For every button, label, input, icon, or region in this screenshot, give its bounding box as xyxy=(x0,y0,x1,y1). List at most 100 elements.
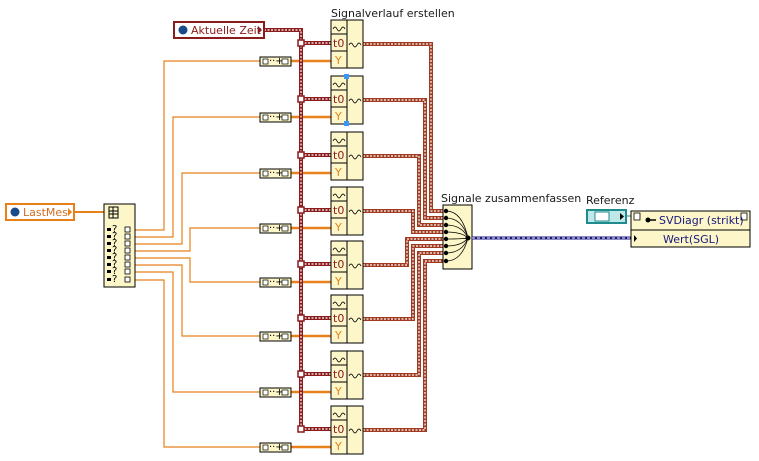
output-terminal[interactable] xyxy=(465,235,471,241)
referenz-terminal[interactable] xyxy=(586,209,640,224)
t0-terminal[interactable]: t0 xyxy=(333,204,344,217)
y-terminal[interactable]: Y xyxy=(334,385,342,398)
signale-zusammenfassen-title: Signale zusammenfassen xyxy=(441,192,581,205)
build-waveform-node[interactable]: t0Y xyxy=(330,74,364,126)
lastmes-global[interactable]: LastMes xyxy=(5,203,75,221)
waveform-wire xyxy=(363,244,443,321)
numeric-wire xyxy=(130,279,260,448)
selection-handle[interactable] xyxy=(344,121,349,126)
globe-icon xyxy=(10,207,20,217)
build-waveform-node[interactable]: t0Y xyxy=(330,19,364,69)
y-terminal[interactable]: Y xyxy=(334,329,342,342)
to-sgl-conversion[interactable]: ··+ xyxy=(259,277,292,288)
waveform-wire xyxy=(363,251,443,377)
element-icon xyxy=(107,278,111,281)
build-waveform-node[interactable]: t0Y xyxy=(330,186,364,236)
svg-text:?: ? xyxy=(112,266,117,277)
to-sgl-conversion[interactable]: ··+ xyxy=(259,168,292,179)
numeric-wires xyxy=(74,59,331,449)
wire-junction xyxy=(297,95,305,103)
output-terminal[interactable] xyxy=(124,233,131,240)
svg-text:?: ? xyxy=(112,259,117,270)
wire-junction xyxy=(297,39,305,47)
t0-terminal[interactable]: t0 xyxy=(333,258,344,271)
merge-signals-node[interactable] xyxy=(442,204,473,270)
svg-text:··+: ··+ xyxy=(269,168,284,179)
build-waveform-node[interactable]: t0Y xyxy=(330,294,364,344)
y-terminal[interactable]: Y xyxy=(334,166,342,179)
t0-terminal[interactable]: t0 xyxy=(333,37,344,50)
t0-terminal[interactable]: t0 xyxy=(333,423,344,436)
svg-text:··+: ··+ xyxy=(269,387,284,398)
property-node-name: SVDiagr (strikt) xyxy=(659,214,744,227)
output-terminal[interactable] xyxy=(124,247,131,254)
output-arrow-icon xyxy=(258,26,262,34)
aktuelle-zeit-global[interactable]: Aktuelle Zeit xyxy=(173,21,265,39)
numeric-wire xyxy=(130,60,260,231)
output-terminal[interactable] xyxy=(124,268,131,275)
property-node[interactable]: SVDiagr (strikt) Wert(SGL) xyxy=(630,210,751,248)
wire-junction xyxy=(297,370,305,378)
waveform-wire xyxy=(363,259,443,432)
svg-text:?: ? xyxy=(112,238,117,249)
waveform-wire xyxy=(363,209,443,234)
t0-terminal[interactable]: t0 xyxy=(333,368,344,381)
waveform-icon xyxy=(332,138,346,144)
wire-junction xyxy=(297,425,305,433)
svg-text:··+: ··+ xyxy=(269,331,284,342)
numeric-wire xyxy=(130,116,260,238)
cluster-icon xyxy=(108,206,119,219)
aktuelle-zeit-label: Aktuelle Zeit xyxy=(191,24,262,37)
t0-terminal[interactable]: t0 xyxy=(333,312,344,325)
wire-junction xyxy=(297,314,305,322)
wire-junction xyxy=(297,151,305,159)
to-sgl-conversion[interactable]: ··+ xyxy=(259,56,292,67)
waveform-output-icon xyxy=(348,373,362,379)
ref-out-icon xyxy=(740,212,748,221)
waveform-icon xyxy=(332,82,346,88)
output-terminal[interactable] xyxy=(124,240,131,247)
svg-text:··+: ··+ xyxy=(269,442,284,453)
to-sgl-conversion[interactable]: ··+ xyxy=(259,331,292,342)
build-waveform-node[interactable]: t0Y xyxy=(330,405,364,455)
timestamp-wires xyxy=(264,28,331,433)
build-waveform-node[interactable]: t0Y xyxy=(330,240,364,290)
element-icon xyxy=(107,235,111,238)
unbundle-node[interactable]: ???????? xyxy=(103,203,136,288)
svg-text:?: ? xyxy=(112,231,117,242)
element-icon xyxy=(107,242,111,245)
element-icon xyxy=(107,270,111,273)
ref-in-icon xyxy=(633,212,641,221)
numeric-wire xyxy=(130,227,260,252)
output-terminal[interactable] xyxy=(124,261,131,268)
y-terminal[interactable]: Y xyxy=(334,221,342,234)
referenz-label: Referenz xyxy=(586,194,635,207)
to-sgl-conversion[interactable]: ··+ xyxy=(259,223,292,234)
to-sgl-conversion[interactable]: ··+ xyxy=(259,442,292,453)
selection-handle[interactable] xyxy=(344,74,349,79)
waveform-icon xyxy=(332,247,346,253)
element-icon xyxy=(107,228,111,231)
output-terminal[interactable] xyxy=(124,254,131,261)
to-sgl-conversion[interactable]: ··+ xyxy=(259,387,292,398)
waveform-icon xyxy=(332,193,346,199)
waveform-output-icon xyxy=(348,263,362,269)
numeric-wire xyxy=(130,172,260,245)
y-terminal[interactable]: Y xyxy=(334,440,342,453)
numeric-wire xyxy=(130,257,260,283)
output-terminal[interactable] xyxy=(124,226,131,233)
t0-terminal[interactable]: t0 xyxy=(333,149,344,162)
waveform-output-icon xyxy=(348,42,362,48)
build-waveform-node[interactable]: t0Y xyxy=(330,131,364,181)
y-terminal[interactable]: Y xyxy=(334,110,342,123)
y-terminal[interactable]: Y xyxy=(334,275,342,288)
output-arrow-icon xyxy=(68,208,72,216)
to-sgl-conversion[interactable]: ··+ xyxy=(259,112,292,123)
build-waveform-node[interactable]: t0Y xyxy=(330,350,364,400)
t0-terminal[interactable]: t0 xyxy=(333,93,344,106)
waveform-output-icon xyxy=(348,428,362,434)
nodes: ··+t0Y··+t0Y··+t0Y··+t0Y··+t0Y··+t0Y··+t… xyxy=(259,19,364,455)
y-terminal[interactable]: Y xyxy=(334,54,342,67)
output-terminal[interactable] xyxy=(124,276,131,283)
waveform-icon xyxy=(332,26,346,32)
